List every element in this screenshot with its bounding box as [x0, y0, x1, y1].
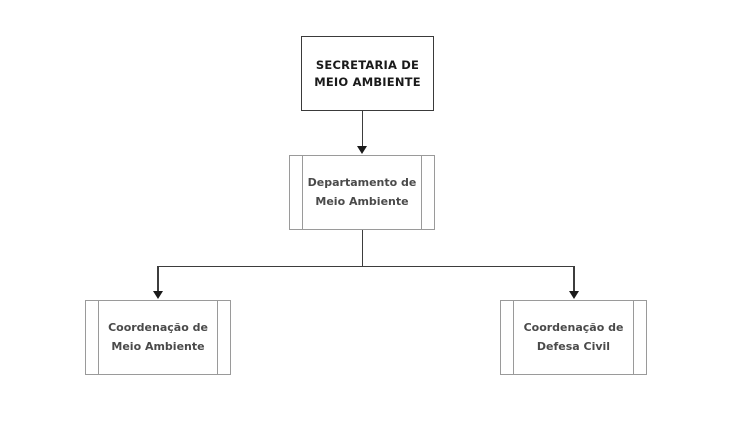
arrowhead-coord-defesa-civil: [569, 291, 580, 299]
node-coord-defesa-civil-label-line2: Defesa Civil: [536, 339, 611, 353]
node-departamento-label-line2: Meio Ambiente: [315, 194, 409, 208]
node-secretaria-label-line1: SECRETARIA DE: [315, 57, 420, 72]
process-rule-right: [421, 156, 422, 229]
arrowhead-coord-meio-ambiente: [153, 291, 163, 299]
connector-branch-right: [573, 265, 575, 292]
node-departamento-de-meio-ambiente[interactable]: Departamento de Meio Ambiente: [289, 155, 435, 230]
node-coord-defesa-civil-label-line1: Coordenação de: [523, 321, 624, 335]
connector-branch-left: [157, 265, 159, 292]
process-rule-right: [633, 301, 634, 374]
connector-branch-bus: [157, 265, 575, 268]
connector-departamento-stem: [361, 230, 364, 267]
process-rule-left: [98, 301, 99, 374]
connector-secretaria-to-departamento: [361, 111, 364, 147]
node-coord-defesa-civil-label: Coordenação de Defesa Civil: [524, 319, 624, 355]
node-secretaria-de-meio-ambiente[interactable]: SECRETARIA DE MEIO AMBIENTE: [301, 36, 434, 111]
node-coordenacao-de-meio-ambiente[interactable]: Coordenação de Meio Ambiente: [85, 300, 231, 375]
node-secretaria-label-line2: MEIO AMBIENTE: [314, 74, 421, 89]
node-secretaria-label: SECRETARIA DE MEIO AMBIENTE: [314, 57, 421, 90]
node-coord-meio-ambiente-label-line2: Meio Ambiente: [111, 339, 205, 353]
process-rule-left: [513, 301, 514, 374]
node-departamento-label: Departamento de Meio Ambiente: [308, 174, 417, 210]
node-coord-meio-ambiente-label: Coordenação de Meio Ambiente: [108, 319, 208, 355]
node-coordenacao-de-defesa-civil[interactable]: Coordenação de Defesa Civil: [500, 300, 647, 375]
arrowhead-departamento: [357, 146, 368, 154]
node-coord-meio-ambiente-label-line1: Coordenação de: [108, 321, 208, 335]
process-rule-right: [217, 301, 218, 374]
node-departamento-label-line1: Departamento de: [307, 176, 417, 190]
process-rule-left: [302, 156, 303, 229]
